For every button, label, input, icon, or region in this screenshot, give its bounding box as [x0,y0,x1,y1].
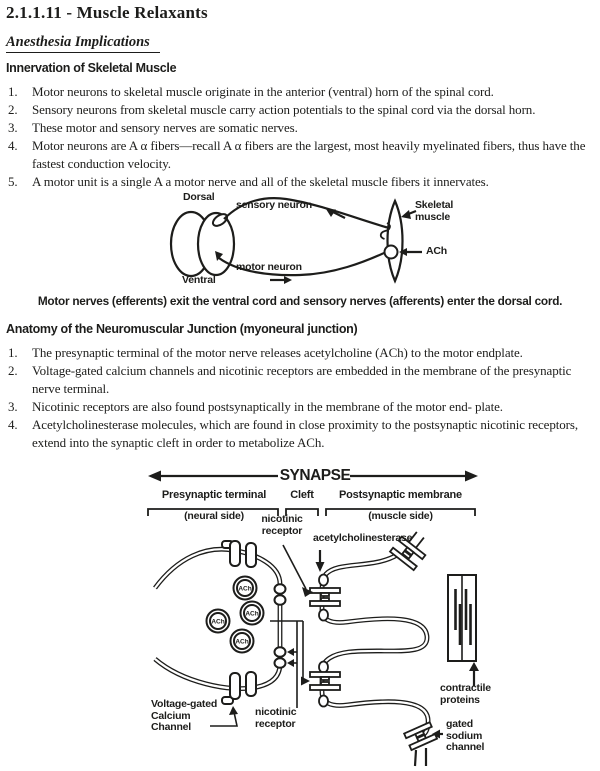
calcium-channel-bottom [221,671,257,705]
textbook-page: { "colors": { "ink": "#1d1d1b", "paper":… [0,3,600,771]
channel-pillar [229,672,241,700]
gated-sodium-channel-label: gated sodium channel [446,718,485,753]
postsynaptic-bracket [325,508,476,516]
channel-foot [221,696,234,705]
postsynaptic-membrane [319,552,431,741]
anatomy-list: The presynaptic terminal of the motor ne… [6,344,592,452]
ventral-label: Ventral [182,274,216,286]
synapse-drawing: ACh ACh ACh ACh [147,470,479,767]
page-title: 2.1.1.11 - Muscle Relaxants [6,3,208,22]
sensory-neuron-path [223,197,390,230]
list-item: Motor neurons to skeletal muscle origina… [8,83,494,101]
cord-right-lobe [196,211,236,277]
section-subtitle: Anesthesia Implications [6,34,160,53]
nicotinic-top-pointer [282,544,307,590]
innervation-heading: Innervation of Skeletal Muscle [6,61,177,75]
presynaptic-bracket [147,508,279,516]
presynaptic-nicotinic-bead [273,583,287,595]
list-item: A motor unit is a single A a motor nerve… [8,173,489,191]
voltage-gated-label: Voltage-gated Calcium Channel [151,698,218,733]
ach-vesicle: ACh [232,575,258,601]
nicotinic-receptor-top-label: nicotinic receptor [261,513,303,537]
postsynaptic-membrane-core [320,554,430,740]
nicotinic-bead-arrowhead [287,659,294,667]
contractile-proteins-label: contractile proteins [440,682,491,706]
muscle-side-label: (muscle side) [368,510,433,522]
presynaptic-membrane-core [154,548,282,690]
postsynaptic-membrane-label: Postsynaptic membrane [339,489,462,501]
list-item: Nicotinic receptors are also found posts… [8,398,503,416]
list-item: Acetylcholinesterase molecules, which ar… [8,416,578,450]
nicotinic-bead-arrowhead [287,648,294,656]
ach-vesicle: ACh [239,600,265,626]
motor-neuron-path [218,251,385,277]
sensory-direction-arrowhead [326,209,336,217]
anatomy-heading: Anatomy of the Neuromuscular Junction (m… [6,322,358,336]
ach-vesicle: ACh [205,608,231,634]
list-item: Sensory neurons from skeletal muscle car… [8,101,536,119]
list-item: Voltage-gated calcium channels and nicot… [8,362,572,396]
nicotinic-crest-arrowhead [301,676,310,686]
neural-side-label: (neural side) [184,510,244,522]
acetylcholinesterase-bump [318,660,329,674]
presynaptic-terminal-label: Presynaptic terminal [161,489,267,501]
motor-endplate-circle [383,244,399,260]
sensory-neuron-label: sensory neuron [236,199,312,211]
contractile-arrowhead [469,662,479,671]
list-item: Motor neurons are A α fibers—recall A α … [8,137,586,171]
skeletal-muscle-label: Skeletal muscle [415,199,454,223]
presynaptic-nicotinic-bead [273,657,287,669]
upper-membrane-receptor [388,531,427,572]
sodium-channel-tail [413,749,418,767]
presynaptic-nicotinic-bead [273,646,287,658]
acetylcholinesterase-bump [318,608,329,622]
acetylcholinesterase-bump [318,573,329,587]
acetylcholinesterase-arrowhead [315,562,325,572]
list-item: These motor and sensory nerves are somat… [8,119,298,137]
spinal-cord-drawing [169,197,422,284]
gated-sodium-channel-shape [402,720,439,752]
postsynaptic-nicotinic-receptor [309,671,341,691]
muscle-spindle-squiggle [379,222,391,240]
synapse-title: SYNAPSE [278,467,352,484]
ach-vesicle-label: ACh [211,619,224,626]
synapse-diagram: ACh ACh ACh ACh [0,458,600,767]
nicotinic-receptor-bottom-label: nicotinic receptor [255,706,297,730]
voltage-gated-arrowhead [229,706,238,715]
voltage-gated-pointer [210,711,238,727]
ach-vesicle-label: ACh [238,586,251,593]
ach-vesicle-label: ACh [245,611,258,618]
nicotinic-top-arrowhead [302,587,313,597]
list-item: The presynaptic terminal of the motor ne… [8,344,523,362]
presynaptic-nicotinic-bead [273,594,287,606]
dorsal-label: Dorsal [183,191,215,203]
motor-neuron-label: motor neuron [236,261,302,273]
acetylcholinesterase-label: acetylcholinesterase [313,532,413,544]
channel-pillar [245,671,257,697]
innervation-list: Motor neurons to skeletal muscle origina… [6,83,592,191]
channel-pillar [229,540,241,567]
cleft-bracket [285,508,319,516]
sodium-arrowhead [432,729,440,739]
cord-diagram-caption: Motor nerves (efferents) exit the ventra… [37,294,563,308]
postsynaptic-nicotinic-receptor [309,587,341,607]
ach-vesicle: ACh [229,628,255,654]
ach-vesicle-label: ACh [235,639,248,646]
synapse-arrowhead-left [148,470,161,482]
contractile-proteins-shape [447,574,477,662]
ach-arrowhead [399,248,407,256]
synapse-title-text: SYNAPSE [279,467,351,484]
acetylcholinesterase-bump [318,694,329,708]
spinal-cord-diagram: Dorsal Ventral sensory neuron motor neur… [0,191,600,293]
synapse-arrowhead-right [465,470,478,482]
motor-direction-arrowhead [284,276,292,284]
sensory-direction-arrow [332,211,346,219]
channel-pillar [245,542,257,568]
calcium-channel-top [221,540,257,568]
skeletal-muscle-shape [386,198,404,284]
ventral-horn-arrowhead [215,251,223,261]
ach-label: ACh [426,245,447,257]
skeletal-muscle-arrowhead [401,210,411,219]
cleft-label: Cleft [290,489,314,501]
